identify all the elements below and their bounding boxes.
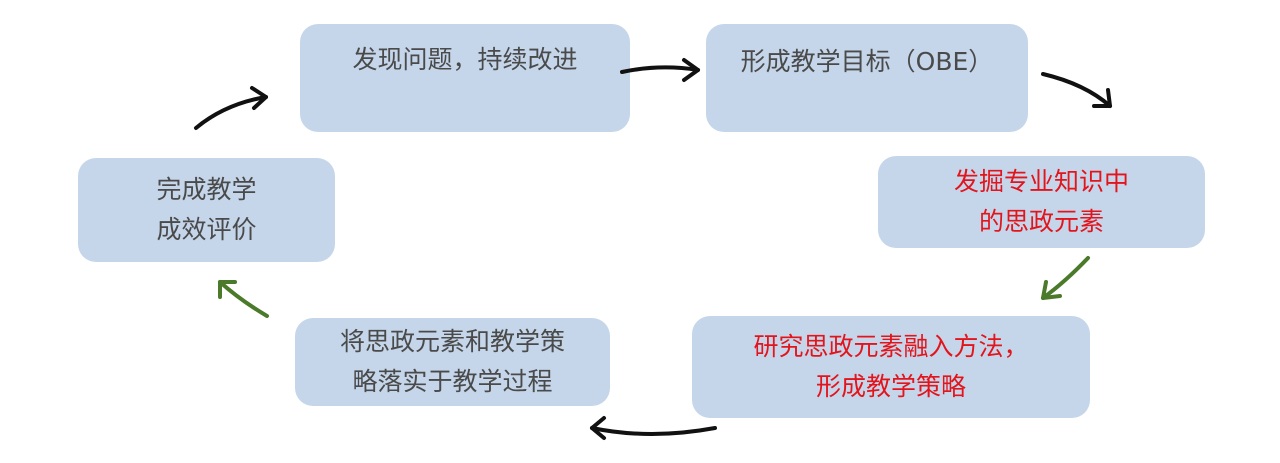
arrow-n2-n3 xyxy=(1041,72,1112,108)
node-text: 成效评价 xyxy=(156,215,257,244)
node-find-problems: 发现问题，持续改进 xyxy=(300,24,630,132)
arrow-n6-n1 xyxy=(194,86,268,130)
node-text: 的思政元素 xyxy=(978,207,1104,236)
arrow-n4-n5 xyxy=(590,416,717,440)
arrow-n1-n2 xyxy=(620,58,700,82)
node-text: 研究思政元素融入方法， xyxy=(753,332,1029,361)
node-text: 将思政元素和教学策 xyxy=(339,327,565,356)
node-ideological-elements: 发掘专业知识中 的思政元素 xyxy=(878,156,1205,248)
node-teaching-strategy: 研究思政元素融入方法， 形成教学策略 xyxy=(692,316,1090,418)
node-text: 略落实于教学过程 xyxy=(352,367,553,396)
arrow-n3-n4 xyxy=(1041,256,1090,300)
node-text: 发现问题，持续改进 xyxy=(352,45,578,74)
node-text: 完成教学 xyxy=(156,175,257,204)
arrow-n5-n6 xyxy=(218,280,269,318)
node-teaching-goals: 形成教学目标（OBE） xyxy=(706,24,1028,132)
node-text: 形成教学目标（OBE） xyxy=(740,47,994,76)
node-evaluation: 完成教学 成效评价 xyxy=(78,158,335,262)
node-text: 形成教学策略 xyxy=(815,372,966,401)
node-text: 发掘专业知识中 xyxy=(953,167,1129,196)
node-implementation: 将思政元素和教学策 略落实于教学过程 xyxy=(295,318,610,406)
